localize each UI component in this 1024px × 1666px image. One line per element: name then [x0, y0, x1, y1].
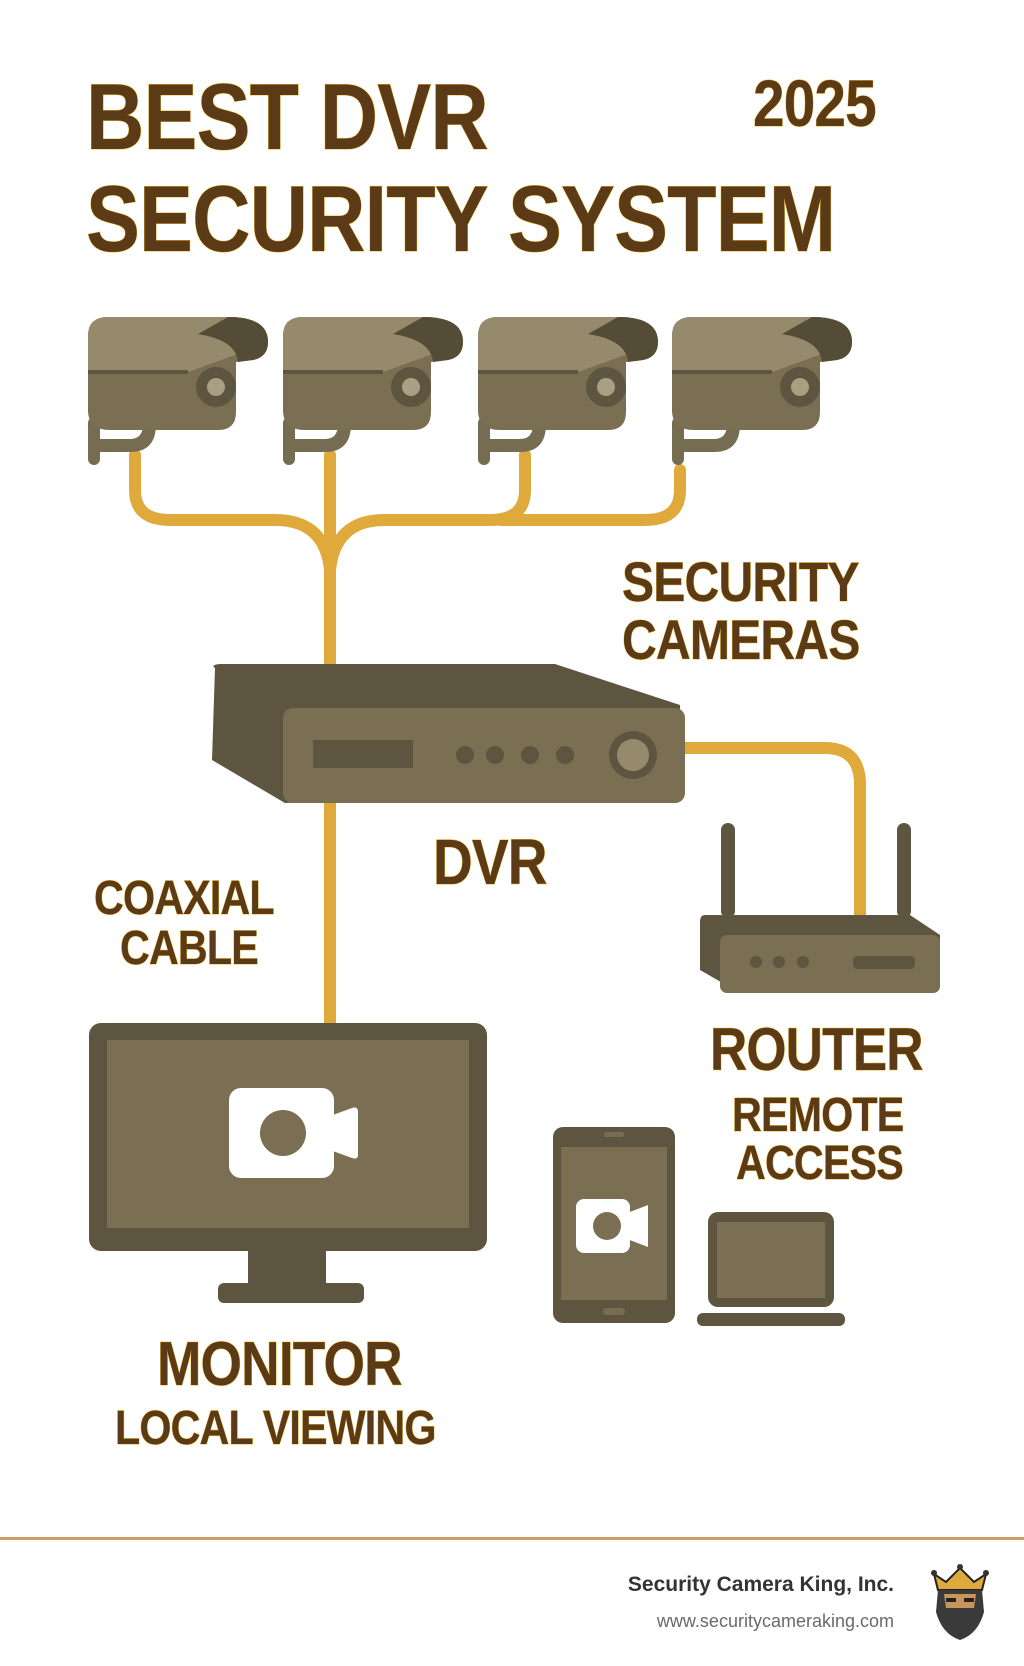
video-camera-icon [229, 1088, 358, 1178]
king-logo-icon [931, 1564, 989, 1640]
router-device [700, 823, 940, 993]
laptop-device [697, 1212, 845, 1326]
label-access: ACCESS [736, 1137, 905, 1190]
label-security-cameras-2: CAMERAS [622, 608, 861, 671]
label-monitor: MONITOR [157, 1330, 403, 1399]
cable-camera-4 [494, 464, 686, 526]
title-year: 2025 [753, 66, 878, 140]
label-dvr: DVR [433, 826, 548, 898]
label-router: ROUTER [710, 1016, 924, 1083]
label-local-viewing: LOCAL VIEWING [115, 1402, 437, 1455]
label-cable: CABLE [120, 922, 260, 975]
security-camera [283, 317, 463, 465]
monitor-device [89, 1023, 487, 1303]
label-remote: REMOTE [732, 1089, 905, 1142]
footer-divider [0, 1537, 1024, 1540]
label-security-cameras-1: SECURITY [622, 550, 860, 613]
cable-dvr-router [674, 742, 866, 921]
cable-camera-3 [324, 449, 531, 576]
company-url[interactable]: www.securitycameraking.com [656, 1611, 894, 1631]
title-line-2: SECURITY SYSTEM [86, 166, 837, 271]
dvr-device [212, 664, 685, 803]
security-camera [672, 317, 852, 465]
security-camera [478, 317, 658, 465]
security-camera [88, 317, 268, 465]
coaxial-cables [129, 449, 866, 1031]
video-camera-icon [576, 1199, 648, 1253]
cable-camera-1 [129, 449, 336, 576]
phone-device [553, 1127, 675, 1323]
title-line-1: BEST DVR [86, 64, 490, 169]
company-name: Security Camera King, Inc. [627, 1573, 894, 1596]
label-coaxial: COAXIAL [94, 872, 275, 925]
